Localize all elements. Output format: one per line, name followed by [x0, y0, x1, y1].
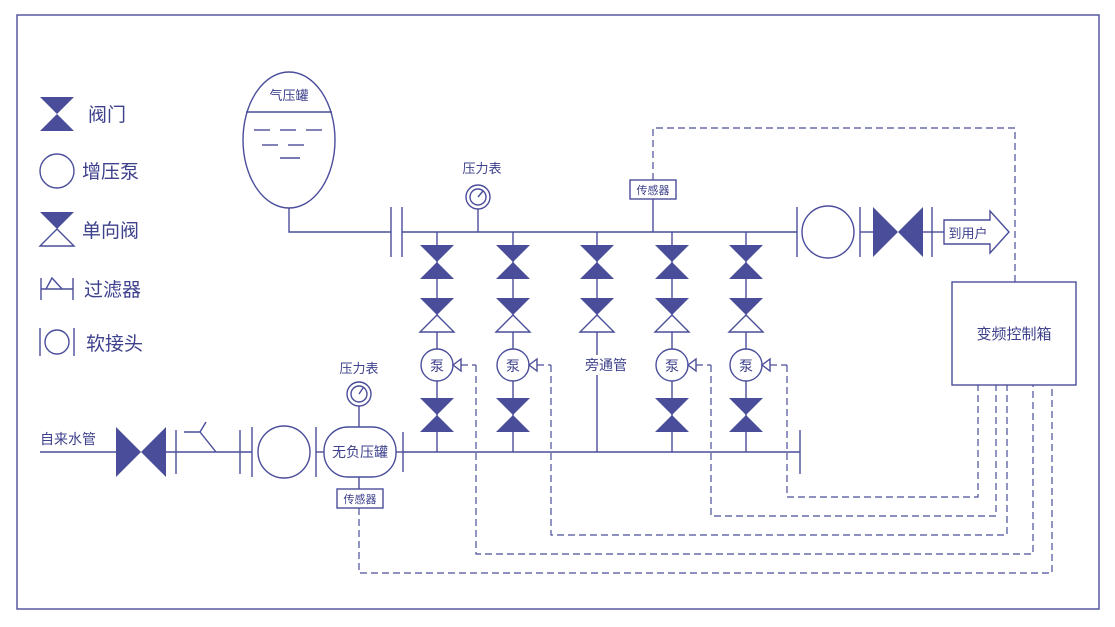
pump-4-label: 泵	[739, 359, 753, 375]
legend-valve-icon	[40, 97, 74, 131]
pump-3-label: 泵	[665, 359, 679, 375]
pressure-tank: 气压罐	[242, 71, 336, 209]
legend-pump-icon	[39, 153, 75, 189]
legend-filter-label: 过滤器	[84, 279, 141, 301]
legend-valve-label: 阀门	[88, 104, 126, 126]
control-wires	[358, 127, 1053, 574]
pump-branch-2: 泵	[494, 232, 551, 452]
inlet-valve-icon	[116, 427, 166, 477]
to-user-arrow-icon	[943, 209, 1010, 255]
pump-branch-3: 泵	[653, 232, 711, 452]
pressure-gauge-top: 压力表	[462, 162, 502, 232]
bypass-label: 旁通管	[585, 357, 627, 374]
pump-branch-4: 泵	[727, 232, 787, 452]
legend-soft-joint-label: 软接头	[86, 333, 143, 355]
tap-pipe-label: 自来水管	[40, 432, 96, 448]
pump-2-label: 泵	[506, 359, 520, 375]
legend-filter-icon	[40, 276, 74, 300]
legend-soft-joint-icon	[39, 328, 75, 356]
sensor-top-label: 传感器	[637, 184, 670, 197]
diagram-frame	[16, 14, 1100, 610]
outlet-soft-joint	[796, 205, 861, 259]
pressure-gauge-top-label: 压力表	[462, 162, 501, 177]
sensor-bottom-label: 传感器	[344, 493, 377, 506]
no-neg-pressure-tank-label: 无负压罐	[332, 445, 388, 461]
legend-check-valve-label: 单向阀	[82, 220, 139, 242]
pressure-tank-label: 气压罐	[269, 88, 308, 104]
vfd-control-box	[951, 281, 1077, 386]
sensor-bottom: 传感器	[336, 477, 384, 509]
bypass-branch: 旁通管	[578, 232, 627, 452]
pump-branch-1: 泵	[418, 232, 476, 452]
tank-connect-pipe	[288, 208, 391, 233]
legend: 阀门 增压泵 单向阀 过滤器 软接头	[38, 97, 143, 356]
pump-1-label: 泵	[430, 359, 444, 375]
outlet-valve-icon	[873, 207, 923, 257]
pressure-gauge-bottom-label: 压力表	[339, 362, 378, 377]
sensor-top: 传感器	[629, 179, 677, 232]
inlet-soft-joint	[251, 425, 317, 479]
inlet-filter-icon	[166, 421, 252, 474]
pressure-gauge-bottom: 压力表	[339, 362, 379, 427]
vfd-control-box-label: 变频控制箱	[976, 325, 1051, 343]
legend-check-valve-icon	[38, 212, 76, 247]
to-user-label: 到用户	[948, 226, 987, 242]
legend-pump-label: 增压泵	[82, 161, 139, 183]
